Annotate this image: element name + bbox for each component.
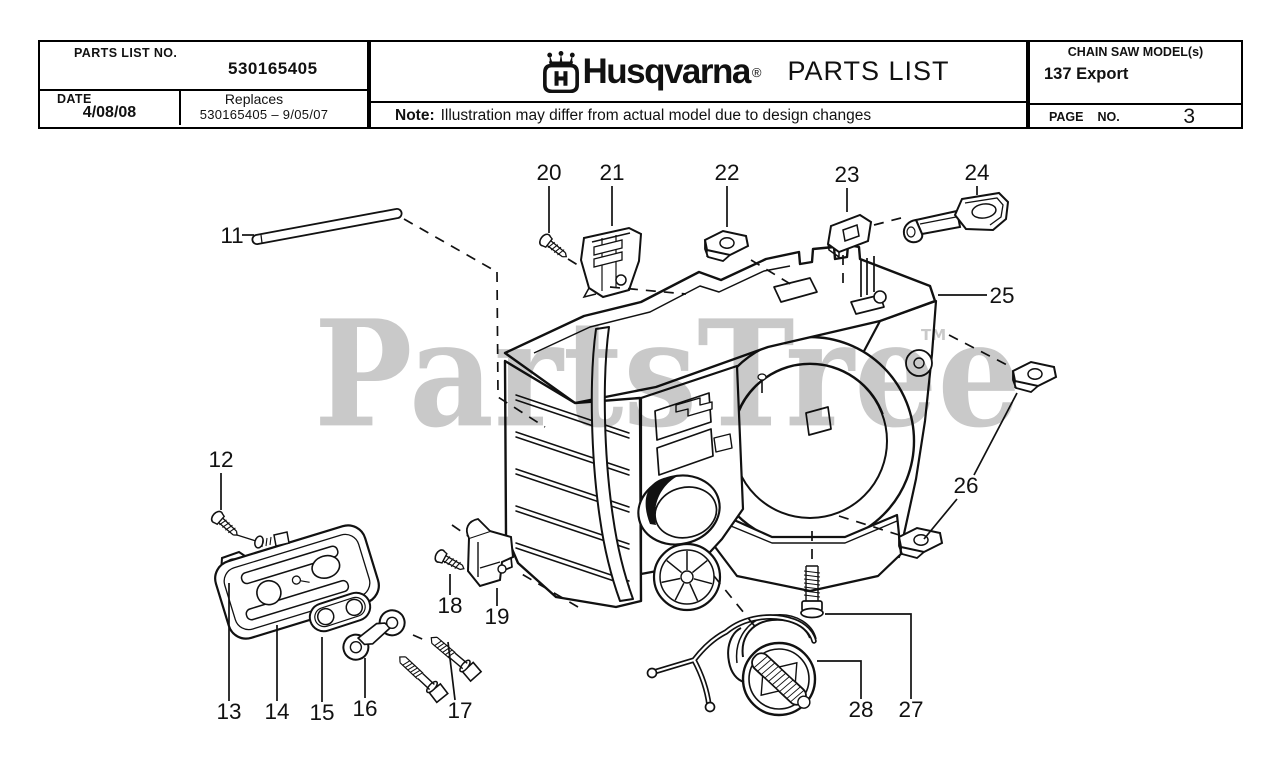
page-number: 3	[1183, 104, 1195, 128]
callout-28: 28	[848, 697, 873, 722]
part-17-bolt-a	[393, 650, 450, 705]
header: PARTS LIST NO. 530165405 DATE 4/08/08 Re…	[38, 40, 1243, 129]
callout-16: 16	[352, 696, 377, 721]
model-label: CHAIN SAW MODEL(s)	[1067, 45, 1204, 59]
callout-15: 15	[309, 700, 334, 725]
callout-14: 14	[264, 699, 289, 724]
header-right-box: CHAIN SAW MODEL(s) 137 Export PAGE NO. 3	[1028, 40, 1243, 129]
part-18-screw	[432, 547, 468, 576]
part-19-bracket	[465, 518, 515, 588]
part-17-bolt-b	[425, 630, 484, 684]
part-24-tool	[902, 191, 1010, 244]
part-11-rod	[251, 208, 403, 245]
exploded-parts-diagram: 11 12 13 14 15 16 17 18 19 20 21 22 23 2…	[208, 160, 1057, 725]
part-26-clip-nut-upper	[1012, 361, 1057, 393]
part-23-square-nut	[826, 213, 873, 259]
parts-list-no-label: PARTS LIST NO.	[74, 46, 178, 60]
part-21-bracket	[579, 226, 643, 299]
date-label: DATE	[57, 92, 92, 106]
part-22-clip-nut	[704, 230, 749, 262]
brand-name: Husqvarna	[582, 52, 751, 91]
date-cell: DATE 4/08/08	[40, 91, 181, 125]
note-text: Illustration may differ from actual mode…	[440, 106, 872, 124]
part-15-link-plate	[308, 591, 372, 633]
model-row: CHAIN SAW MODEL(s) 137 Export	[1030, 42, 1241, 105]
callout-11: 11	[220, 223, 243, 248]
callout-13: 13	[216, 699, 241, 724]
parts-list-no-value: 530165405	[228, 59, 318, 78]
note-label: Note:	[395, 106, 435, 124]
part-28-fuel-cap	[646, 614, 817, 717]
callout-23: 23	[834, 162, 859, 187]
callout-18: 18	[437, 593, 462, 618]
callout-25: 25	[989, 283, 1014, 308]
header-middle-box: Husqvarna ® PARTS LIST Note: Illustratio…	[369, 40, 1028, 129]
parts-list-no-row: PARTS LIST NO. 530165405	[40, 42, 367, 91]
callout-24: 24	[964, 160, 989, 185]
replaces-label: Replaces	[224, 91, 284, 107]
callout-12: 12	[208, 447, 233, 472]
brand-row: Husqvarna ® PARTS LIST	[371, 42, 1026, 103]
callout-27: 27	[898, 697, 923, 722]
date-value: 4/08/08	[82, 104, 137, 121]
page-row: PAGE NO. 3	[1030, 105, 1241, 128]
callout-19: 19	[484, 604, 509, 629]
callout-numbers: 11 12 13 14 15 16 17 18 19 20 21 22 23 2…	[208, 160, 1014, 725]
part-20-screw	[536, 231, 572, 263]
part-27-screw	[800, 565, 824, 619]
callout-17: 17	[447, 698, 472, 723]
part-12-screw	[208, 508, 243, 541]
part-14-cover-plate	[214, 524, 380, 640]
page-label: PAGE	[1049, 109, 1084, 124]
page-title: PARTS LIST	[787, 56, 950, 86]
callout-20: 20	[536, 160, 561, 185]
callout-26: 26	[953, 473, 978, 498]
leader-lines	[220, 186, 1018, 702]
registered-trademark: ®	[751, 65, 762, 80]
callout-21: 21	[599, 160, 624, 185]
callout-22: 22	[714, 160, 739, 185]
note-row: Note: Illustration may differ from actua…	[371, 103, 1026, 128]
model-value: 137 Export	[1044, 65, 1129, 83]
page-no-label: NO.	[1097, 109, 1120, 124]
part-16-guide-link	[342, 609, 406, 661]
dashed-assembly-lines	[403, 217, 1010, 643]
replaces-cell: Replaces 530165405 – 9/05/07	[181, 91, 367, 125]
replaces-value: 530165405 – 9/05/07	[199, 107, 329, 122]
header-left-box: PARTS LIST NO. 530165405 DATE 4/08/08 Re…	[38, 40, 369, 129]
crankcase-housing	[493, 243, 938, 612]
husqvarna-crown-logo-icon	[543, 50, 580, 93]
cap-retainer-wire	[646, 614, 817, 713]
